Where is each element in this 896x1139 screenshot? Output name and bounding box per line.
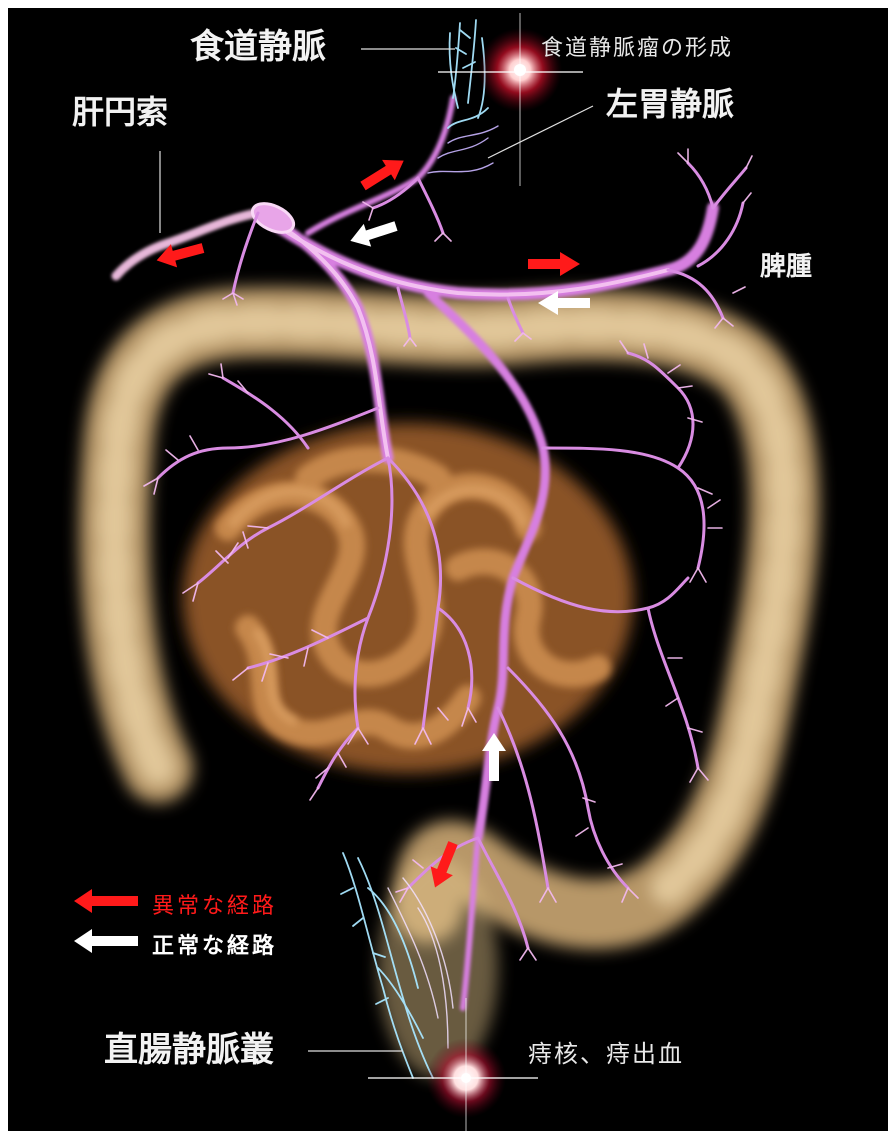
abnormal-arrow-spleen	[528, 252, 580, 276]
legend-abnormal: 異常な経路	[138, 888, 277, 920]
legend-normal-arrow	[74, 929, 138, 953]
diagram-frame: 食道静脈 食道静脈瘤の形成 肝円索 左胃静脈 脾腫 直腸静脈叢 痔核、痔出血 異…	[8, 8, 888, 1131]
label-left-gastric-vein: 左胃静脈	[606, 88, 734, 120]
legend-normal: 正常な経路	[138, 928, 277, 960]
legend-abnormal-arrow	[74, 889, 138, 913]
round-ligament-vein	[116, 213, 258, 276]
left-gastric-vein	[308, 98, 453, 233]
small-intestine	[183, 423, 633, 773]
label-rectal-plexus: 直腸静脈叢	[104, 1033, 274, 1067]
label-esophageal-vein: 食道静脈	[190, 30, 326, 64]
portal-vein-diagram	[8, 8, 888, 1131]
legend-normal-label: 正常な経路	[152, 928, 277, 960]
leader-left-gastric	[488, 106, 593, 158]
label-round-ligament: 肝円索	[72, 96, 168, 128]
label-hemorrhoid: 痔核、痔出血	[528, 1042, 684, 1066]
label-varix-formation: 食道静脈瘤の形成	[541, 38, 733, 60]
normal-arrow-portal	[347, 215, 400, 253]
legend-abnormal-label: 異常な経路	[152, 888, 277, 920]
label-splenomegaly: 脾腫	[760, 254, 812, 280]
